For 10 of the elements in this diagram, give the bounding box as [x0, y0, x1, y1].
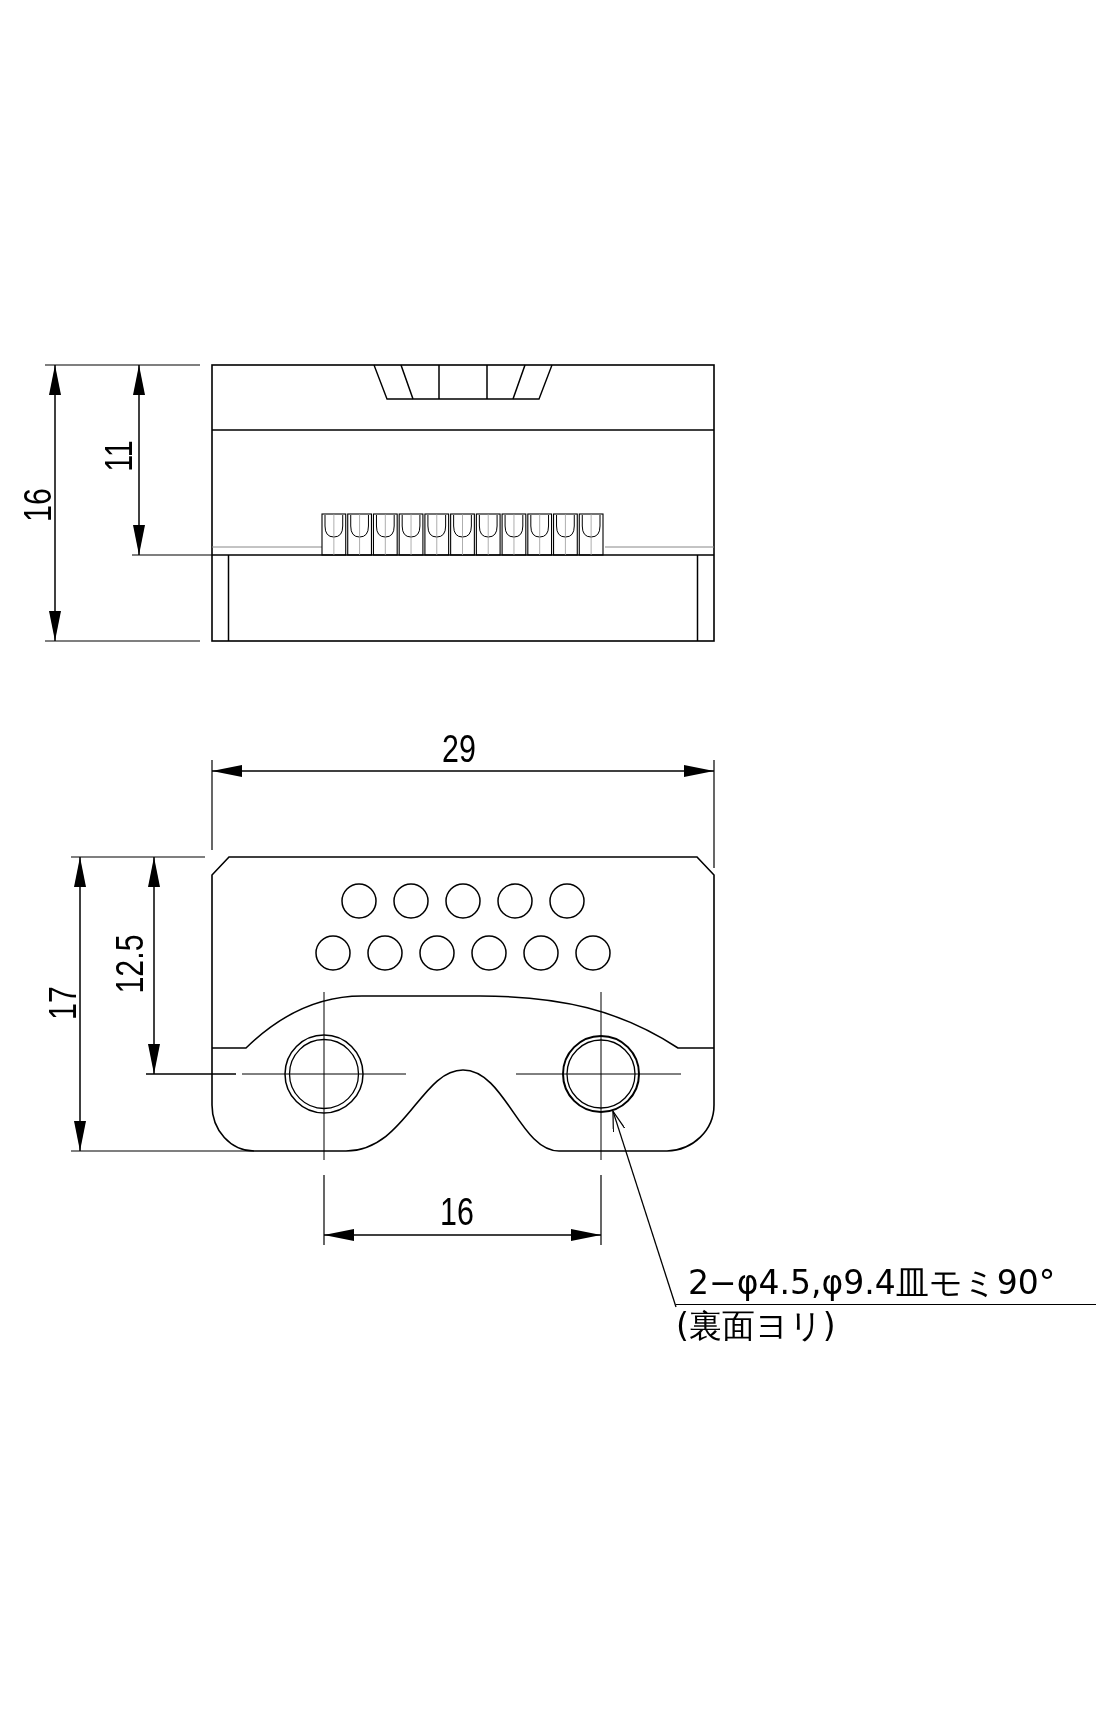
- leader-line: [612, 1110, 677, 1308]
- dimension-label: 11: [100, 440, 138, 472]
- dimension-label: 17: [44, 986, 82, 1020]
- countersunk-hole: [562, 1035, 640, 1113]
- dimension-label: 16: [440, 1193, 474, 1231]
- dimension-label: 12.5: [111, 934, 149, 994]
- dimension-label: 16: [19, 488, 57, 522]
- callout-note: 2−φ4.5,φ9.4皿モミ90°: [676, 1262, 1096, 1305]
- dimension-label: 29: [442, 730, 476, 768]
- callout-subnote: (裏面ヨリ): [676, 1305, 837, 1347]
